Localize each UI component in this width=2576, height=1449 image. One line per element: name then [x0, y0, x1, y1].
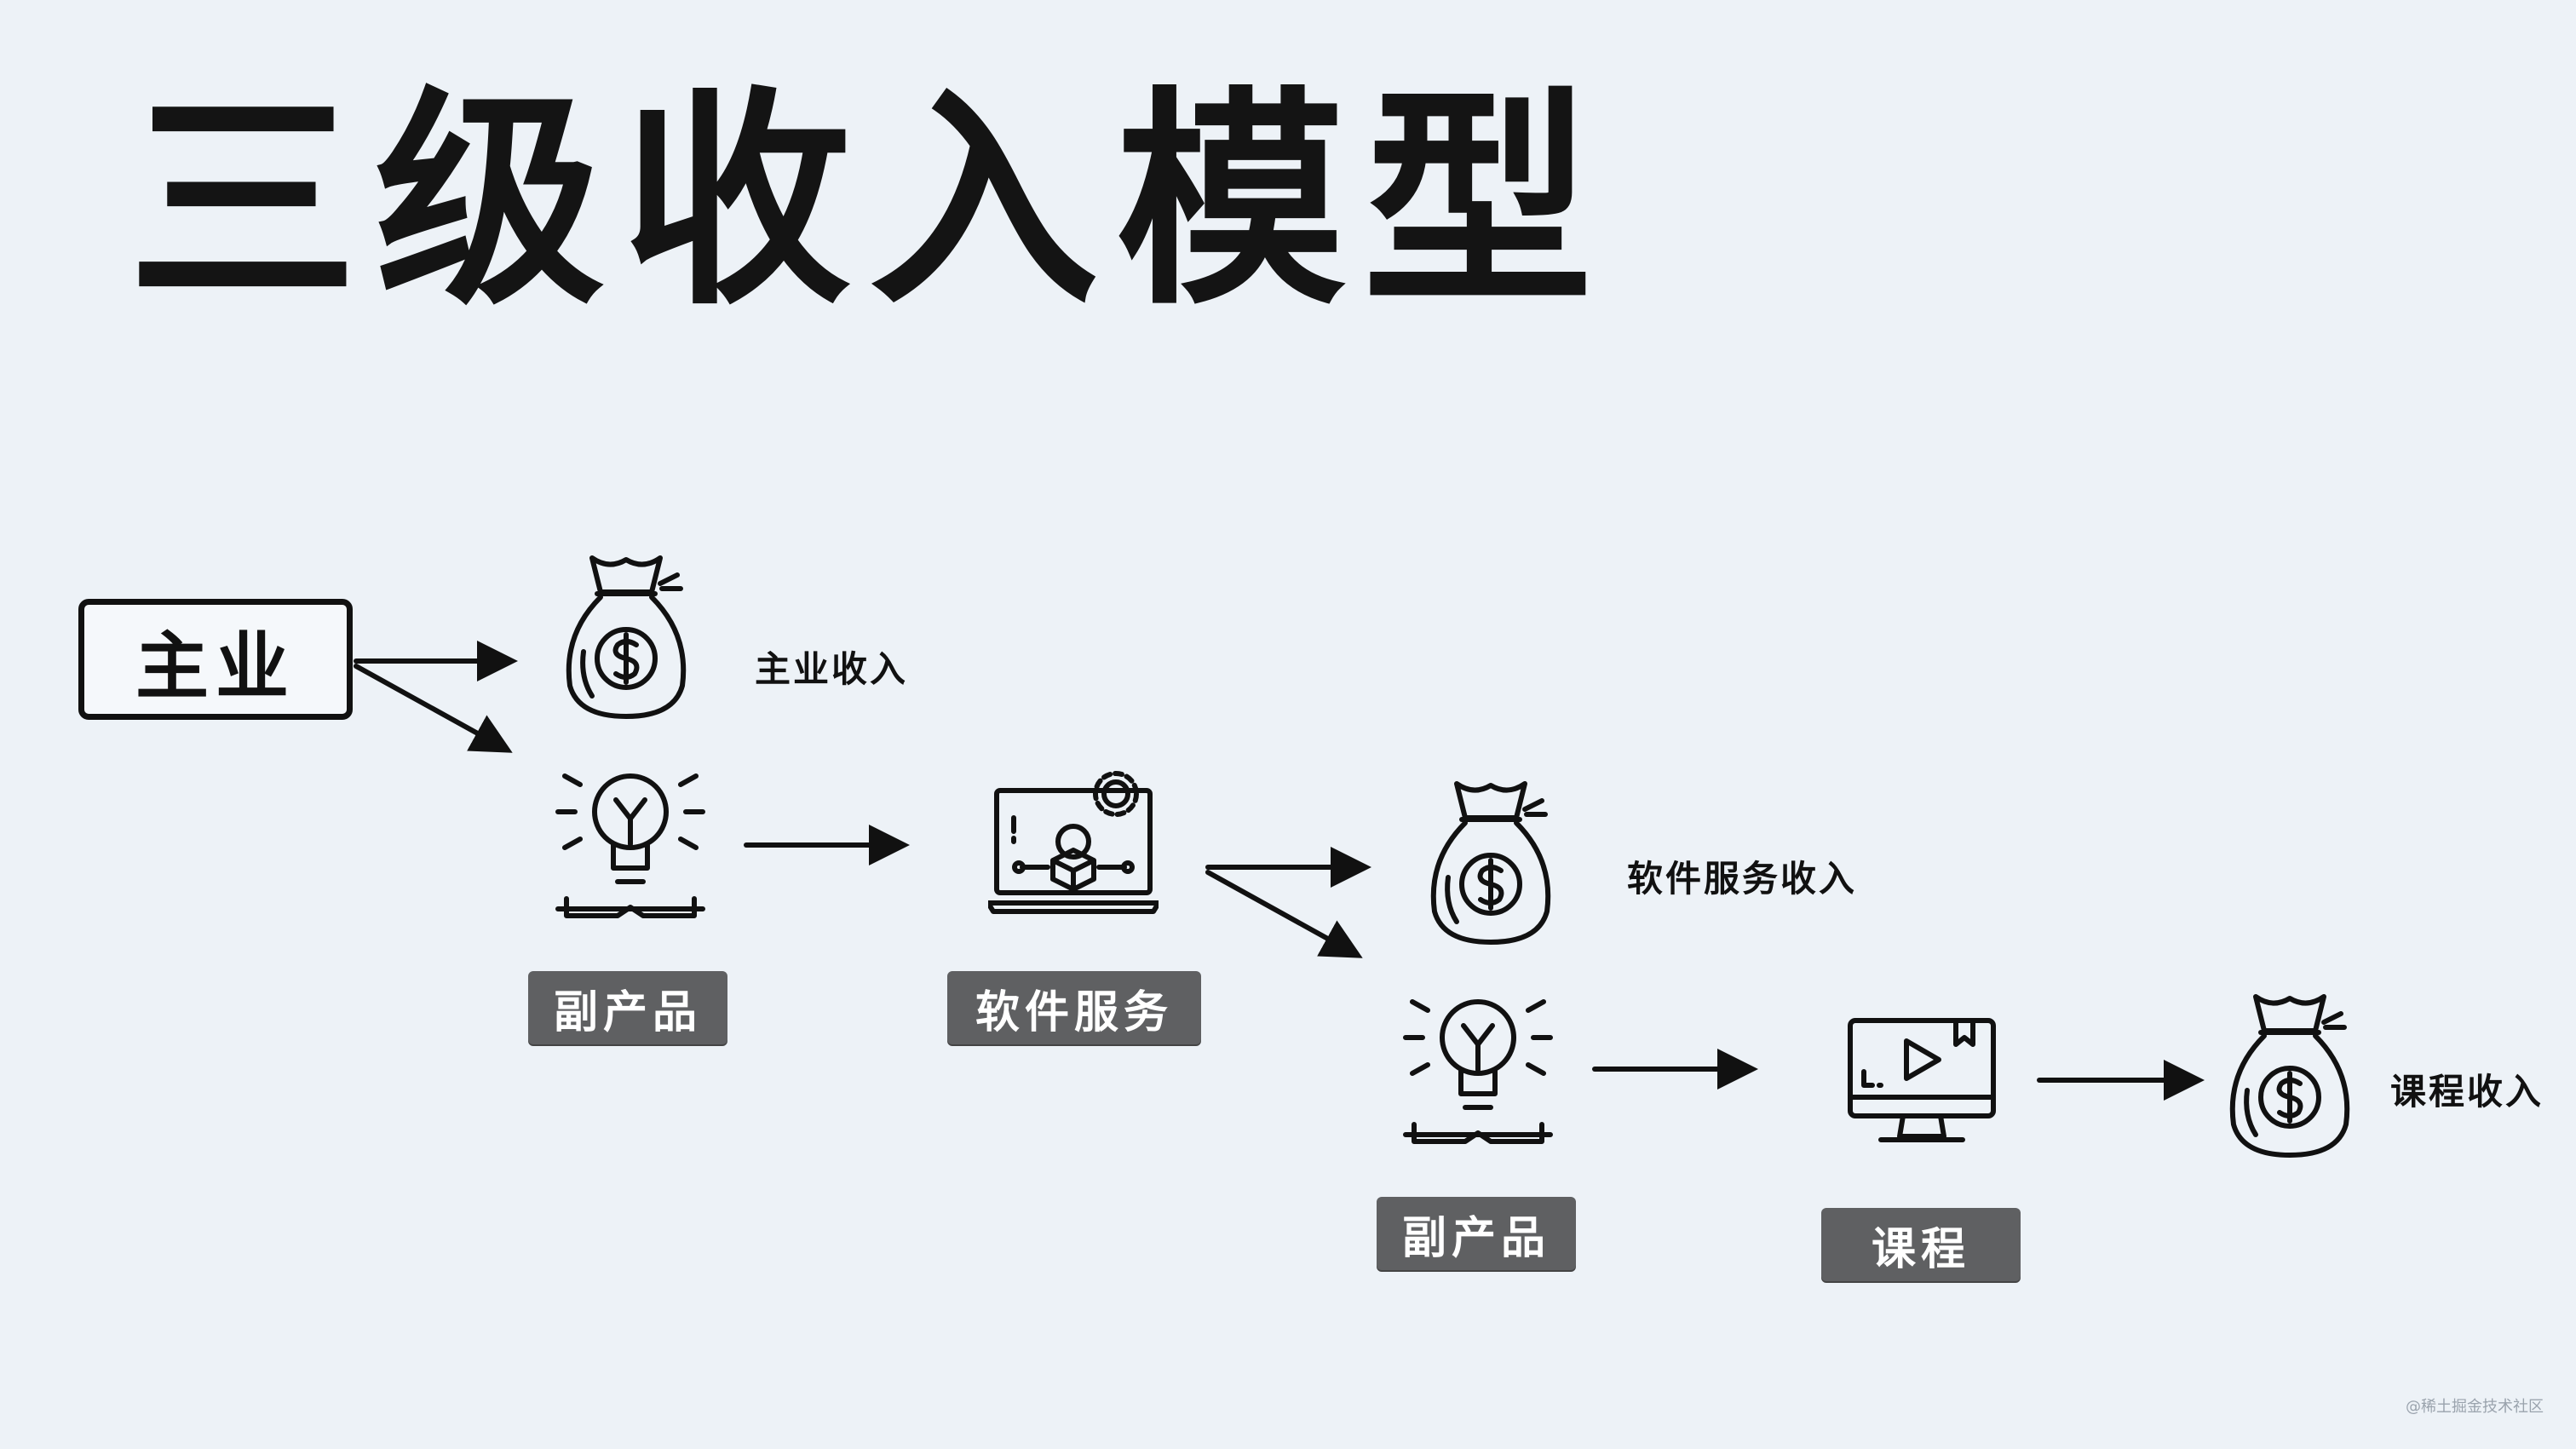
money-bag-icon — [1430, 781, 1551, 945]
main-income-text: 主业收入 — [755, 648, 909, 690]
arrow-software-to-byproduct — [1205, 870, 1363, 958]
lightbulb-book-icon — [1403, 999, 1553, 1144]
arrow-main-to-byproduct — [354, 664, 513, 753]
video-monitor-icon — [1848, 1018, 1996, 1142]
money-bag-icon — [566, 555, 687, 719]
byproduct-label: 副产品 — [1377, 1197, 1576, 1270]
course-income-text: 课程收入 — [2390, 1071, 2544, 1113]
money-bag-icon — [2229, 994, 2350, 1158]
course-label: 课程 — [1821, 1208, 2021, 1281]
watermark: @稀土掘金技术社区 — [2406, 1398, 2544, 1416]
laptop-idea-icon — [988, 771, 1159, 914]
lightbulb-book-icon — [555, 773, 705, 918]
software-income-text: 软件服务收入 — [1627, 858, 1858, 900]
byproduct-label: 副产品 — [528, 971, 727, 1044]
software-service-label: 软件服务 — [947, 971, 1201, 1044]
page-title: 三级收入模型 — [128, 65, 1610, 336]
main-job-box: 主业 — [78, 599, 353, 720]
